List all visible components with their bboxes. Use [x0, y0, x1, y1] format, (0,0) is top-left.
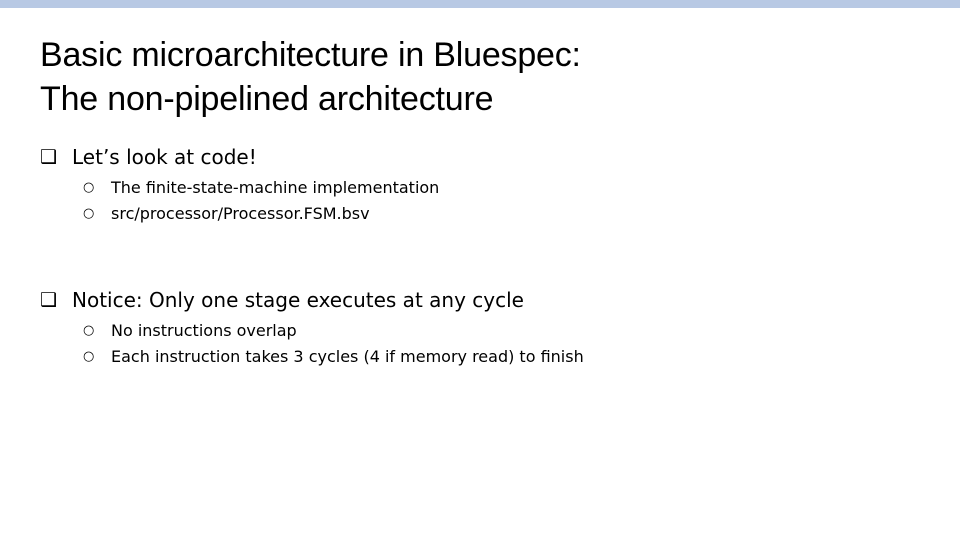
bullet-level2: ○ No instructions overlap [40, 318, 920, 343]
square-bullet-icon: ❑ [40, 146, 58, 168]
bullet-level2-text: Each instruction takes 3 cycles (4 if me… [111, 347, 584, 366]
bullet-level2-text: src/processor/Processor.FSM.bsv [111, 204, 370, 223]
sub-bullet-list: ○ No instructions overlap ○ Each instruc… [40, 318, 920, 369]
bullet-group-2: ❑ Notice: Only one stage executes at any… [40, 286, 920, 369]
circle-bullet-icon: ○ [83, 206, 95, 221]
bullet-level2: ○ The finite-state-machine implementatio… [40, 175, 920, 200]
slide-title: Basic microarchitecture in Bluespec: The… [40, 33, 840, 121]
bullet-level2: ○ src/processor/Processor.FSM.bsv [40, 201, 920, 226]
sub-bullet-list: ○ The finite-state-machine implementatio… [40, 175, 920, 226]
bullet-level1-text: Let’s look at code! [72, 145, 257, 169]
circle-bullet-icon: ○ [83, 180, 95, 195]
bullet-level2: ○ Each instruction takes 3 cycles (4 if … [40, 344, 920, 369]
bullet-level2-text: No instructions overlap [111, 321, 297, 340]
title-line-2: The non-pipelined architecture [40, 80, 494, 118]
bullet-level1: ❑ Notice: Only one stage executes at any… [40, 286, 920, 314]
title-line-1: Basic microarchitecture in Bluespec: [40, 36, 581, 74]
circle-bullet-icon: ○ [83, 323, 95, 338]
bullet-level1-text: Notice: Only one stage executes at any c… [72, 288, 524, 312]
bullet-group-1: ❑ Let’s look at code! ○ The finite-state… [40, 143, 920, 226]
slide-body: ❑ Let’s look at code! ○ The finite-state… [40, 143, 920, 370]
bullet-level2-text: The finite-state-machine implementation [111, 178, 440, 197]
bullet-level1: ❑ Let’s look at code! [40, 143, 920, 171]
square-bullet-icon: ❑ [40, 289, 58, 311]
circle-bullet-icon: ○ [83, 349, 95, 364]
top-accent-band [0, 0, 960, 8]
